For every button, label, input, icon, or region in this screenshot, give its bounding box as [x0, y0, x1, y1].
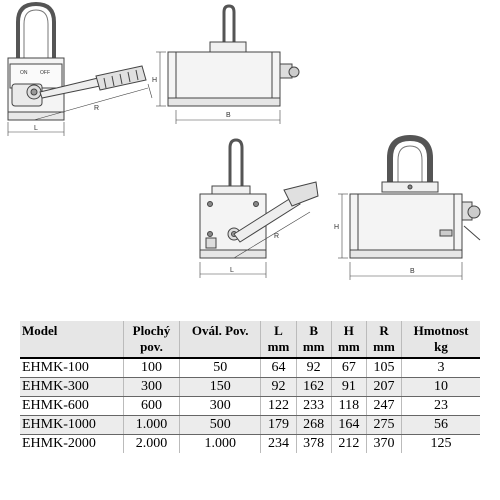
- cell-r: 207: [365, 377, 402, 397]
- cell-l: 92: [260, 377, 297, 397]
- cell-r: 370: [365, 434, 402, 453]
- header-model: Model: [22, 323, 58, 338]
- cell-weight: 125: [401, 434, 480, 453]
- cell-h: 67: [330, 358, 367, 378]
- cell-flat: 600: [122, 396, 180, 416]
- label-b-2: B: [410, 268, 415, 275]
- label-l-1: L: [34, 125, 38, 132]
- cell-flat: 100: [122, 358, 180, 378]
- label-off: OFF: [40, 70, 50, 76]
- cell-h: 212: [330, 434, 367, 453]
- table-row: EHMK-600 600 300 122 233 118 247 23: [20, 396, 480, 416]
- cell-weight: 3: [401, 358, 480, 378]
- label-r-2: R: [274, 233, 279, 240]
- cell-model: EHMK-300: [20, 377, 124, 397]
- cell-r: 105: [365, 358, 402, 378]
- drawing-front-view-small: H B: [152, 4, 300, 124]
- cell-oval: 50: [179, 358, 261, 378]
- label-h-1: H: [152, 77, 157, 84]
- cell-l: 179: [260, 415, 297, 435]
- label-l-2: L: [230, 267, 234, 274]
- cell-model: EHMK-2000: [22, 436, 96, 451]
- cell-l: 234: [260, 434, 297, 453]
- cell-model: EHMK-600: [20, 396, 124, 416]
- cell-r: 275: [365, 415, 402, 435]
- cell-b: 378: [295, 434, 332, 453]
- cell-model: EHMK-1000: [20, 415, 124, 435]
- cell-oval: 500: [179, 415, 261, 435]
- cell-oval: 1.000: [179, 434, 261, 453]
- cell-model: EHMK-100: [20, 358, 124, 378]
- cell-b: 162: [295, 377, 332, 397]
- cell-flat: 2.000: [122, 434, 180, 453]
- table-row: EHMK-2000 2.000 1.000 234 378 212 370 12…: [20, 434, 480, 453]
- cell-h: 118: [330, 396, 367, 416]
- header-oval-surface: Ovál. Pov.: [179, 321, 261, 358]
- label-on: ON: [20, 70, 28, 76]
- cell-r: 247: [365, 396, 402, 416]
- cell-flat: 1.000: [122, 415, 180, 435]
- cell-weight: 10: [401, 377, 480, 397]
- cell-weight: 56: [401, 415, 480, 435]
- label-b-1: B: [226, 112, 231, 119]
- label-r-1: R: [94, 105, 99, 112]
- table-row: EHMK-100 100 50 64 92 67 105 3: [20, 358, 480, 378]
- cell-oval: 300: [179, 396, 261, 416]
- cell-b: 92: [295, 358, 332, 378]
- technical-drawings: R L ON OFF H B: [7, 1, 481, 280]
- table-row: EHMK-300 300 150 92 162 91 207 10: [20, 377, 480, 397]
- cell-flat: 300: [122, 377, 180, 397]
- cell-l: 64: [260, 358, 297, 378]
- cell-b: 233: [295, 396, 332, 416]
- cell-b: 268: [295, 415, 332, 435]
- table-row: EHMK-1000 1.000 500 179 268 164 275 56: [20, 415, 480, 435]
- cell-oval: 150: [179, 377, 261, 397]
- drawing-side-view-large: R L: [199, 138, 319, 278]
- cell-l: 122: [260, 396, 297, 416]
- label-h-2: H: [334, 224, 339, 231]
- cell-weight: 23: [401, 396, 480, 416]
- drawing-front-view-large: H B: [334, 134, 481, 280]
- cell-h: 91: [330, 377, 367, 397]
- drawing-side-view-small: R L ON OFF: [7, 1, 153, 136]
- cell-h: 164: [330, 415, 367, 435]
